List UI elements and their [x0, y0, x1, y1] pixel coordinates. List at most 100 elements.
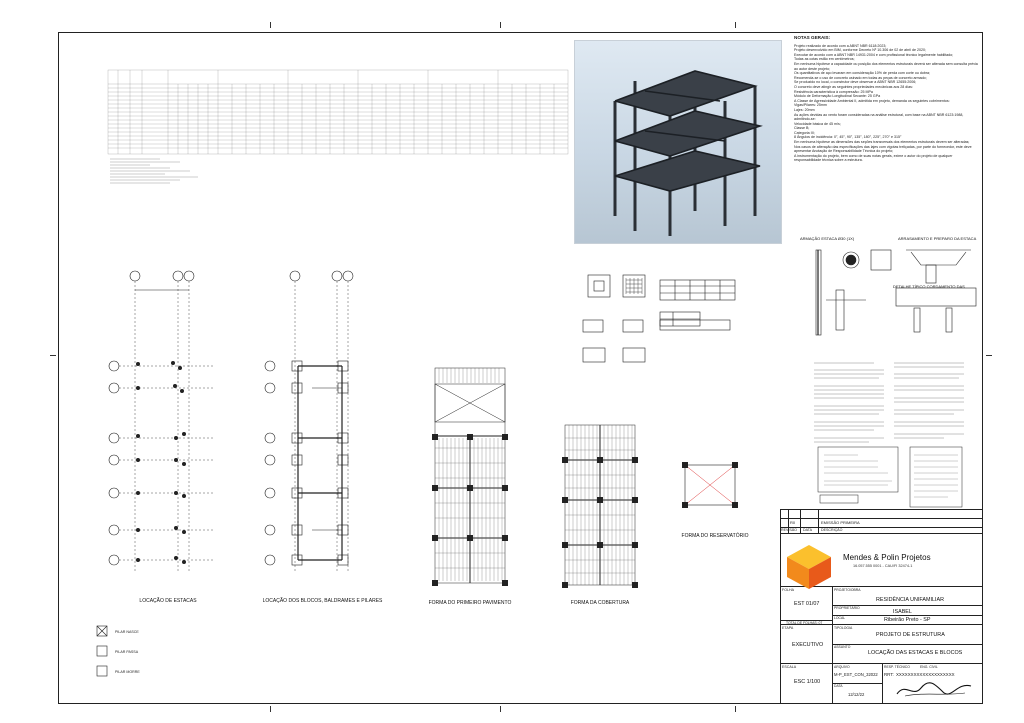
note-line: Classe B; — [794, 126, 810, 131]
tb-rule — [800, 509, 801, 533]
bar-schedule-table — [107, 69, 569, 155]
note-line: Projeto realizado de acordo com a ABNT N… — [794, 43, 887, 48]
rrt-label: RRT: — [884, 672, 894, 677]
tb-rule — [882, 663, 883, 704]
specification-text — [814, 362, 964, 443]
note-line: Os quantitativos de aço levaram em consi… — [794, 71, 931, 76]
tipologia-value: PROJETO DE ESTRUTURA — [876, 632, 945, 638]
obra-value: RESIDÊNCIA UNIFAMILIAR — [876, 597, 944, 603]
note-line: Velocidade básica de 45 m/s; — [794, 121, 841, 126]
tb-rule — [788, 509, 789, 533]
escala-value: ESC 1/100 — [794, 679, 821, 685]
grid-tick — [735, 22, 736, 28]
tb-rule — [832, 586, 833, 704]
resp-value: ENG. CIVIL — [920, 665, 938, 669]
escala-label: ESCALA — [782, 665, 797, 669]
tb-rule — [780, 533, 983, 534]
company-name: Mendes & Polin Projetos — [843, 553, 931, 562]
blocks-location-title: LOCAÇÃO DOS BLOCOS, BALDRAMES E PILARES — [262, 598, 383, 604]
note-line: A Classe de Agressividade Ambiental II, … — [794, 98, 950, 103]
grid-tick — [500, 706, 501, 712]
grid-tick — [500, 22, 501, 28]
first-floor-title: FORMA DO PRIMEIRO PAVIMENTO — [428, 600, 512, 606]
drawing-frame — [58, 32, 983, 704]
tb-rule — [780, 624, 983, 625]
note-line: Se produzido no local, o construtor deve… — [794, 80, 917, 85]
rev-desc: EMISSÃO PRIMEIRA — [821, 520, 860, 525]
folha-label: FOLHA — [782, 588, 794, 592]
note-line: Vigas/Pilares: 25mm — [794, 103, 827, 108]
legend-pilar-morre: PILAR MORRE — [115, 670, 140, 674]
local-value: Ribeirão Preto - SP — [884, 617, 931, 623]
etapa-label: ETAPA — [782, 626, 794, 630]
grid-tick — [986, 355, 992, 356]
assunto-value: LOCAÇÃO DAS ESTACAS E BLOCOS — [868, 650, 963, 656]
note-line: Resistência característica à compressão:… — [794, 89, 873, 94]
title-block — [780, 509, 983, 704]
tb-rule — [780, 663, 983, 664]
note-line: Módulo de Deformação Longitudinal Secant… — [794, 94, 881, 99]
tb-rule — [832, 605, 983, 606]
detail-pile-title: ARMAÇÃO ESTACA Ø30 (1X) — [800, 236, 855, 241]
rev-col-revisao: REVISÃO — [781, 528, 797, 532]
proprietario-value: ISABEL — [893, 609, 912, 615]
pile-details — [815, 249, 977, 336]
note-line: Executar de acordo com a ABNT NBR 14931:… — [794, 52, 954, 57]
grid-tick — [735, 706, 736, 712]
note-line: Todas as cotas estão em centímetros; — [794, 57, 855, 62]
stamp-boxes — [817, 446, 963, 508]
note-line: Em nenhuma hipótese as dimensões das seç… — [794, 140, 970, 145]
block-details — [582, 274, 736, 363]
tb-rule — [780, 527, 983, 528]
legend-pilar-passa: PILAR PASSA — [115, 650, 139, 654]
arquivo-label: ARQUIVO — [834, 665, 850, 669]
tb-rule — [780, 620, 832, 621]
total-folhas: TOTAL DE FOLHAS: 07 — [786, 621, 823, 625]
obra-label: PROJETO/OBRA — [834, 588, 861, 592]
tb-rule — [832, 683, 882, 684]
schedule-notes — [110, 158, 198, 184]
etapa-value: EXECUTIVO — [792, 642, 824, 648]
rev-col-descricao: DESCRIÇÃO — [821, 528, 843, 532]
column-legend — [96, 625, 108, 677]
signature-icon — [896, 682, 972, 697]
detail-block-title: DETALHE TÍPICO CORDAMENTO DAS — [893, 284, 965, 289]
note-line: O concreto deve atingir as seguintes pro… — [794, 84, 913, 89]
roof-title: FORMA DA COBERTURA — [570, 600, 630, 606]
first-floor-plan — [432, 367, 508, 586]
general-notes: NOTAS GERAIS: Projeto realizado de acord… — [794, 35, 979, 163]
tb-rule — [780, 518, 983, 519]
grid-tick — [270, 706, 271, 712]
resp-label: RESP. TÉCNICO — [884, 665, 910, 669]
proprietario-label: PROPRIETÁRIO — [834, 606, 860, 610]
tb-rule — [832, 615, 983, 616]
rrt-number: XXXXXXXXXXXXXXXXXXXX — [896, 672, 955, 677]
company-registration: 16.057.555 0001 - CAU/FI 32474-1 — [853, 564, 913, 568]
arquivo-value: M-P_EST_CON_32022 — [834, 672, 878, 677]
tipologia-label: TIPOLOGIA — [834, 626, 853, 630]
assunto-label: ASSUNTO — [834, 645, 851, 649]
reservoir-plan — [682, 462, 738, 508]
tb-rule — [832, 644, 983, 645]
data-label: DATA — [834, 684, 843, 688]
company-logo-icon — [787, 545, 831, 589]
blocks-location-plan — [264, 270, 354, 573]
rev-label: R0 — [790, 520, 796, 525]
note-line: Nos casos de alteração das especificaçõe… — [794, 144, 972, 154]
detail-pile-block-title: ARRASAMENTO E PREPARO DA ESTACA — [898, 236, 977, 241]
legend-pilar-nasce: PILAR NASCE — [115, 630, 139, 634]
note-line: Em nenhuma hipótese a capacidade ou posi… — [794, 61, 978, 71]
note-line: Recomenda-se o uso de concreto usinado e… — [794, 75, 927, 80]
note-line: Lajes: 20mm — [794, 107, 815, 112]
data-value: 12/12/22 — [848, 692, 865, 697]
rev-col-data: DATA — [803, 528, 813, 532]
note-line: Projeto desenvolvido em BIM, conforme De… — [794, 48, 926, 53]
folha-value: EST 01/07 — [794, 601, 820, 607]
structure-3d-render — [574, 40, 782, 244]
grid-tick — [50, 355, 56, 356]
local-label: LOCAL — [834, 616, 846, 620]
note-line: 8 Ângulos de incidência: 0°, 45°, 90°, 1… — [794, 135, 902, 140]
pile-location-plan — [108, 270, 213, 573]
tb-rule — [780, 586, 983, 587]
